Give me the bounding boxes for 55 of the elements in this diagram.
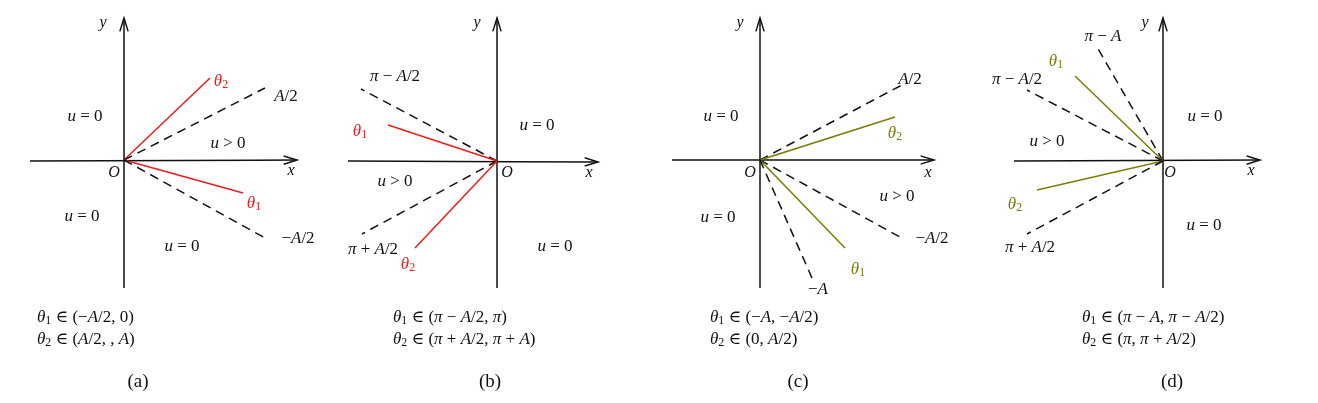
ray-label: A/2 (898, 69, 922, 87)
axis-label: O (744, 164, 756, 180)
interval-formula: θ$_{2}$ ∈ (π, π + A/2) (1082, 329, 1196, 347)
interval-formula: θ$_{2}$ ∈ (A/2, , A) (37, 329, 135, 347)
angle-label: θ$_{1}$ (352, 121, 368, 139)
region-label: u = 0 (1187, 106, 1223, 124)
axis-label: y (473, 14, 481, 30)
angle-label: θ$_{2}$ (1007, 194, 1023, 212)
region-label: u = 0 (703, 106, 739, 124)
ray-label: −A/2 (281, 228, 315, 246)
angle-label: θ$_{2}$ (887, 123, 903, 141)
region-label: u > 0 (210, 133, 246, 151)
interval-formula: θ$_{2}$ ∈ (π + A/2, π + A) (393, 329, 536, 347)
interval-formula: θ$_{1}$ ∈ (−A/2, 0) (37, 307, 134, 325)
region-label: u > 0 (377, 171, 413, 189)
angle-label: θ$_{2}$ (400, 254, 416, 272)
ray-label: A/2 (274, 86, 298, 104)
axis-label: y (1141, 14, 1149, 30)
region-label: u > 0 (879, 186, 915, 204)
ray-label: π − A (1084, 26, 1122, 44)
region-label: u = 0 (537, 236, 573, 254)
axis-label: x (585, 164, 593, 180)
interval-formula: θ$_{1}$ ∈ (−A, −A/2) (710, 307, 819, 325)
axis-label: y (736, 14, 744, 30)
angle-label: θ$_{2}$ (213, 71, 229, 89)
angle-label: θ$_{1}$ (850, 259, 866, 277)
panel-caption: (a) (127, 370, 149, 390)
axis-label: x (924, 164, 932, 180)
axis-label: O (1164, 164, 1176, 180)
interval-formula: θ$_{1}$ ∈ (π − A, π − A/2) (1082, 307, 1225, 325)
region-label: u > 0 (1029, 131, 1065, 149)
panel-caption: (b) (478, 370, 502, 390)
region-label: u = 0 (64, 206, 100, 224)
ray-label: −A/2 (915, 228, 949, 246)
angle-label: θ$_{1}$ (1048, 51, 1064, 69)
axis-label: x (287, 162, 295, 178)
region-label: u = 0 (1186, 215, 1222, 233)
interval-formula: θ$_{1}$ ∈ (π − A/2, π) (393, 307, 507, 325)
axis-label: x (1247, 162, 1255, 178)
axis-label: O (108, 164, 120, 180)
axis-label: O (501, 164, 513, 180)
axis-label: y (99, 14, 107, 30)
panel-caption: (c) (787, 370, 809, 390)
region-label: u = 0 (700, 207, 736, 225)
region-label: u = 0 (164, 236, 200, 254)
panel-caption: (d) (1160, 370, 1184, 390)
ray-label: π + A/2 (1004, 237, 1056, 255)
angle-label: θ$_{1}$ (246, 193, 262, 211)
interval-formula: θ$_{2}$ ∈ (0, A/2) (710, 329, 798, 347)
region-label: u = 0 (67, 106, 103, 124)
ray-label: −A (808, 279, 828, 297)
ray-label: π − A/2 (991, 69, 1043, 87)
ray-label: π + A/2 (347, 239, 399, 257)
region-label: u = 0 (519, 115, 555, 133)
ray-label: π − A/2 (369, 66, 421, 84)
